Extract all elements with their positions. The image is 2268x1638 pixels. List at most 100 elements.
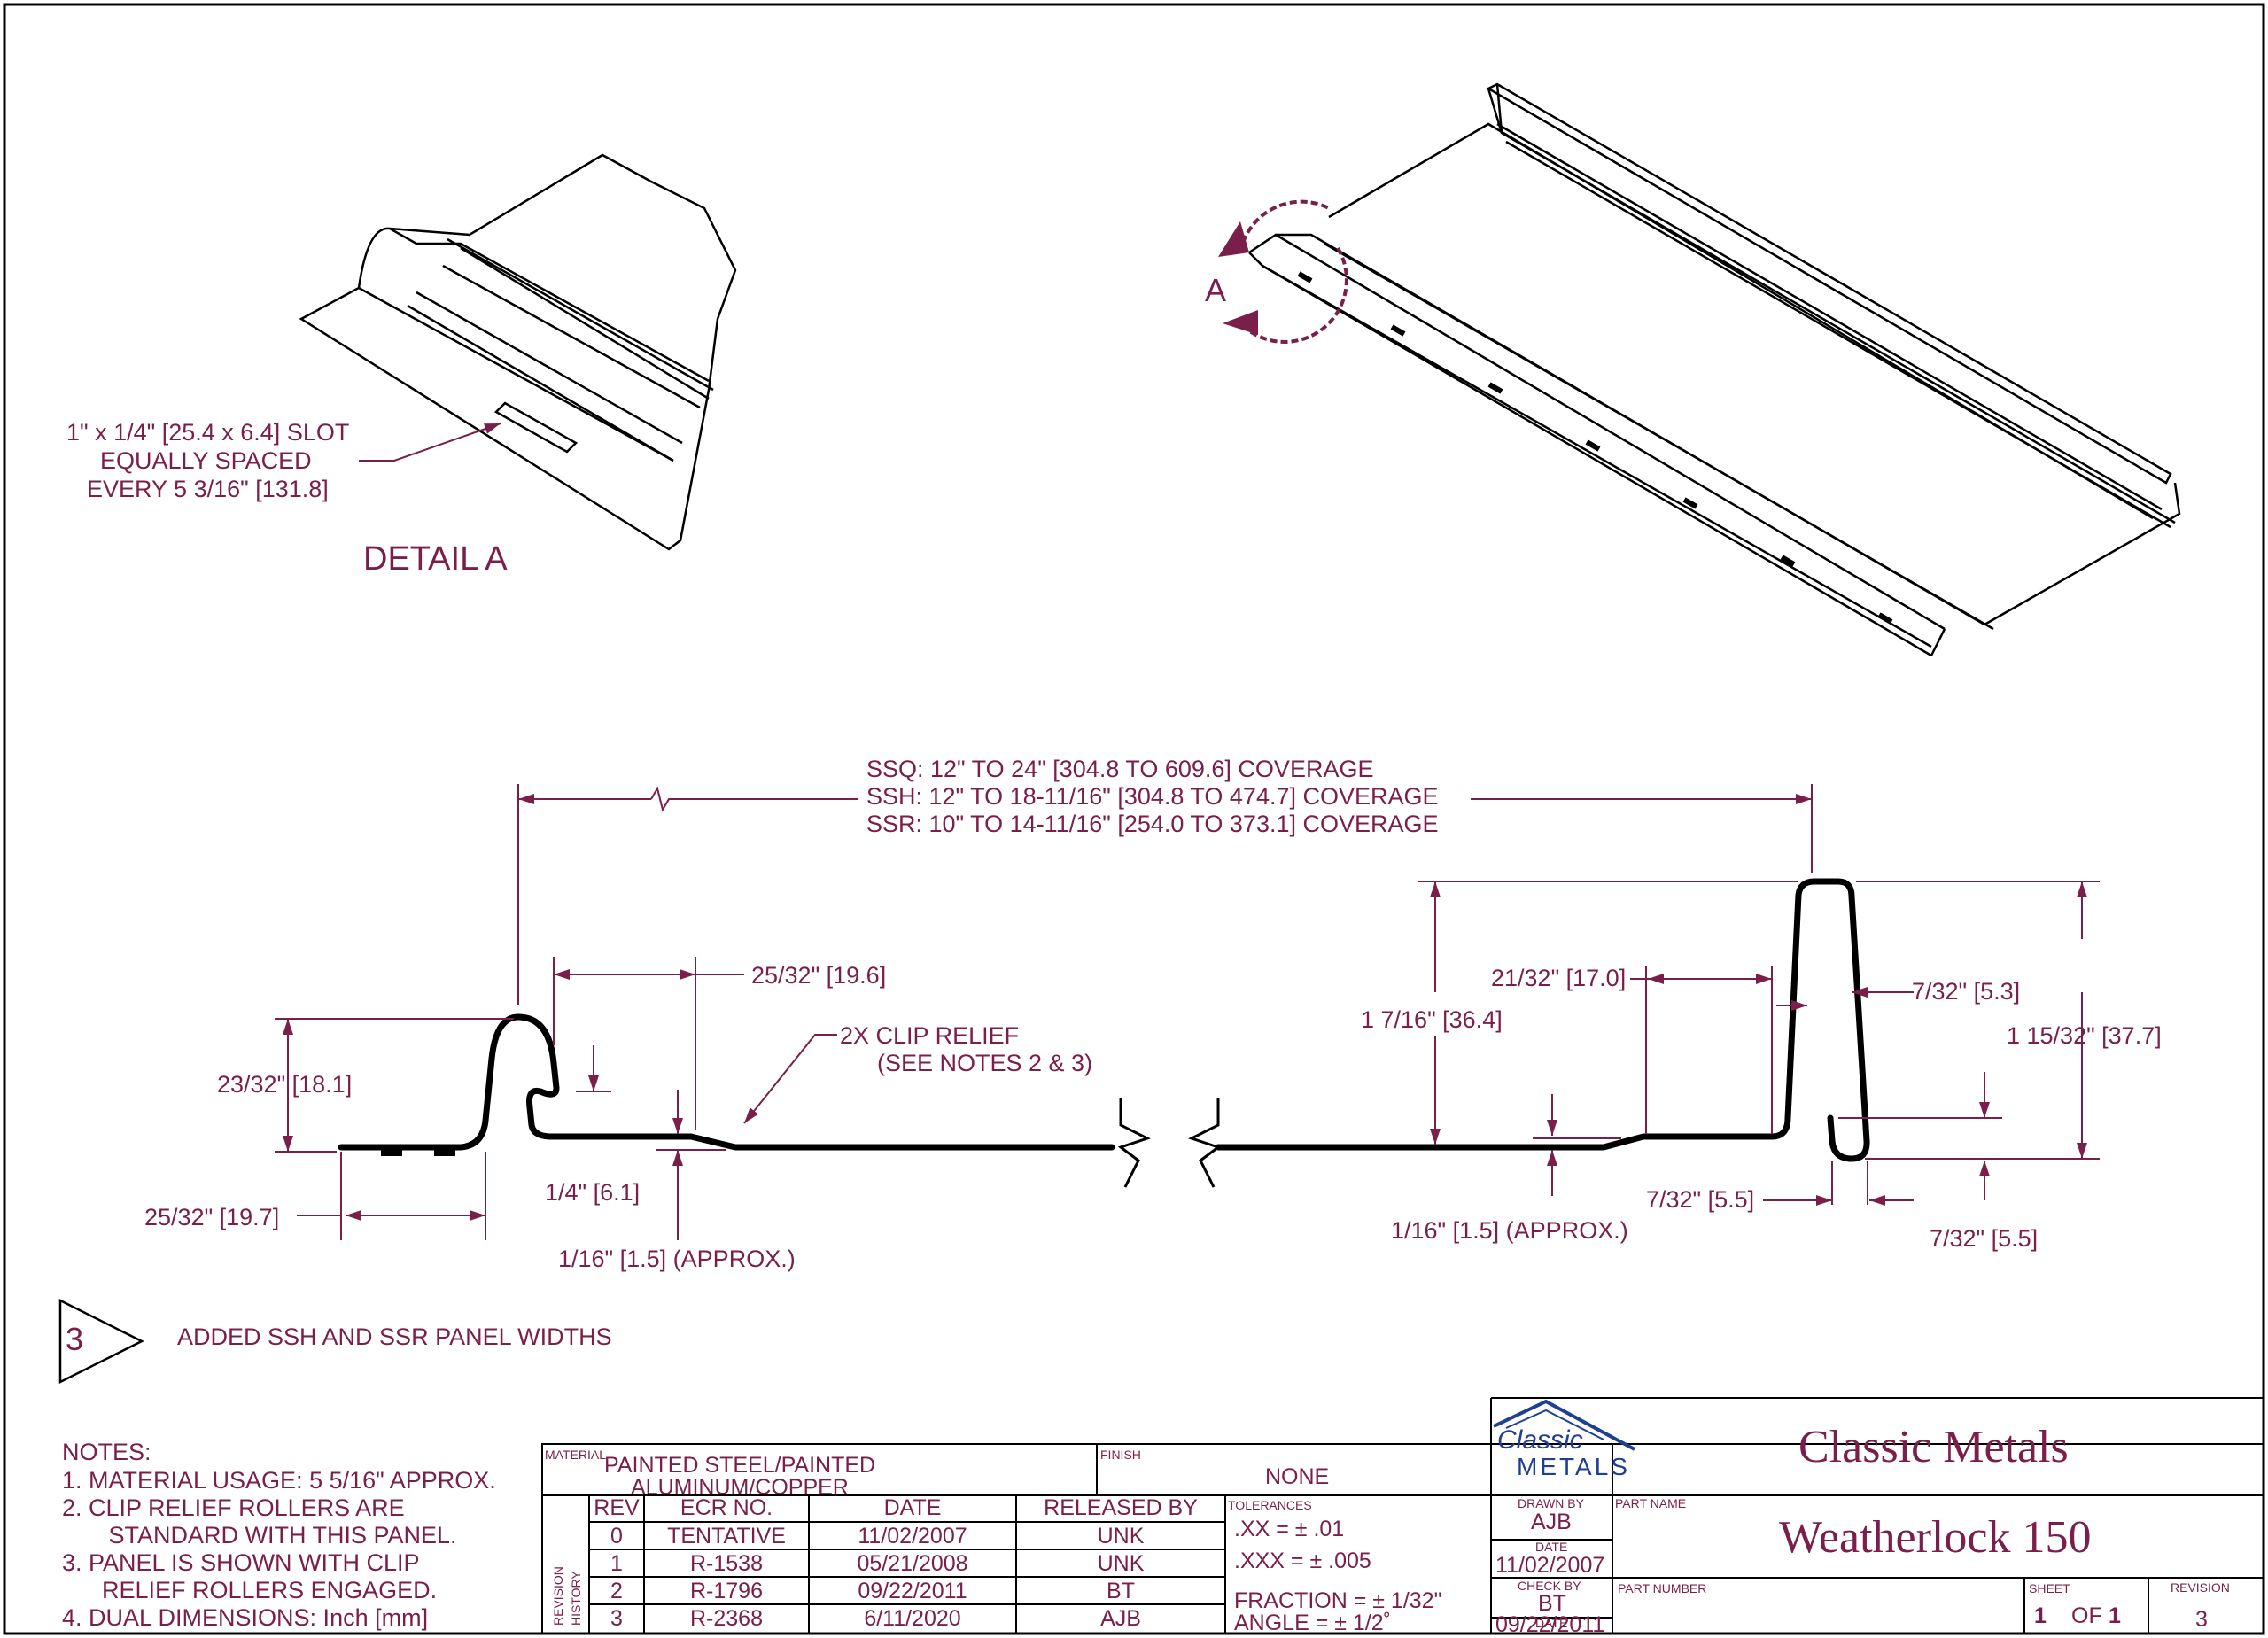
revision-value: 3 <box>2195 1607 2208 1632</box>
right-dimensions <box>1418 881 2100 1206</box>
revision-flag-text: ADDED SSH AND SSR PANEL WIDTHS <box>177 1324 612 1350</box>
dim-7-32-5-5-right: 7/32" [5.5] <box>1930 1225 2038 1252</box>
detail-a-label: DETAIL A <box>363 540 508 578</box>
finish-label: FINISH <box>1100 1448 1141 1462</box>
rev-cell: 1 <box>610 1551 623 1576</box>
slot-leader <box>359 423 501 462</box>
drawn-date-label: DATE <box>1535 1540 1567 1554</box>
rev-cell: 6/11/2020 <box>864 1606 960 1631</box>
svg-text:SSQ: 12" TO 24" [304.8 TO 609: SSQ: 12" TO 24" [304.8 TO 609.6] COVERAG… <box>866 756 1445 837</box>
break-lines <box>1117 1098 1222 1188</box>
svg-text:1" x 1/4" [25.4 x 6.4] SLOT: 1" x 1/4" [25.4 x 6.4] SLOT EQUALLY SPAC… <box>66 419 355 502</box>
slot-marks <box>1297 271 1893 625</box>
tolerance-angle: ANGLE = ± 1/2˚ <box>1234 1611 1391 1635</box>
part-number-label: PART NUMBER <box>1618 1581 1706 1595</box>
revision-label: REVISION <box>2171 1580 2230 1595</box>
rev-cell: UNK <box>1098 1551 1145 1576</box>
note-line: 4. DUAL DIMENSIONS: Inch [mm] <box>62 1604 428 1631</box>
check-date-value: 09/22/2011 <box>1495 1612 1604 1637</box>
title-block-grid <box>541 1397 2264 1634</box>
note-line: 1. MATERIAL USAGE: 5 5/16" APPROX. <box>62 1467 496 1494</box>
rev-cell: R-1796 <box>690 1579 763 1603</box>
revision-table: REV ECR NO. DATE RELEASED BY 0 TENTATIVE… <box>594 1495 1198 1631</box>
part-name-label: PART NAME <box>1615 1496 1686 1510</box>
rev-cell: R-1538 <box>690 1551 763 1576</box>
material-value: PAINTED STEEL/PAINTED <box>604 1453 875 1478</box>
rev-header: REV <box>594 1495 640 1520</box>
tolerance-xx: .XX = ± .01 <box>1234 1517 1344 1541</box>
tolerance-fraction: FRACTION = ± 1/32" <box>1234 1588 1441 1613</box>
dim-1-16-left: 1/16" [1.5] (APPROX.) <box>558 1246 796 1272</box>
dim-25-32-19-7: 25/32" [19.7] <box>144 1204 279 1230</box>
svg-text:PAINTED STEEL/PAINTED ALUM: PAINTED STEEL/PAINTED ALUMINUM/COPPER <box>604 1453 882 1500</box>
dim-1-15-32-37-7: 1 15/32" [37.7] <box>2007 1022 2162 1049</box>
clip-relief-line: (SEE NOTES 2 & 3) <box>877 1050 1092 1076</box>
svg-text:2X CLIP RELIEF (SEE NOTES: 2X CLIP RELIEF (SEE NOTES 2 & 3) <box>840 1022 1092 1076</box>
revision-flag-icon <box>58 1298 144 1385</box>
dim-25-32-19-6: 25/32" [19.6] <box>751 962 886 989</box>
material-label: MATERIAL <box>545 1448 606 1462</box>
dim-1-4-6-1: 1/4" [6.1] <box>545 1179 640 1206</box>
material-value: ALUMINUM/COPPER <box>631 1475 849 1500</box>
dim-1-16-right: 1/16" [1.5] (APPROX.) <box>1391 1217 1628 1244</box>
slot-note-line: EQUALLY SPACED <box>100 447 312 474</box>
detail-callout-circle <box>1218 199 1348 344</box>
rev-cell: AJB <box>1100 1606 1141 1631</box>
left-dimensions <box>275 957 837 1240</box>
logo-text: METALS <box>1517 1453 1630 1480</box>
rev-cell: 0 <box>610 1524 623 1549</box>
drawn-date-value: 11/02/2007 <box>1495 1553 1604 1578</box>
notes-title: NOTES: <box>62 1439 151 1465</box>
detail-a-view <box>299 153 737 551</box>
rev-cell: 09/22/2011 <box>858 1579 967 1603</box>
panel-profile <box>338 878 1870 1162</box>
rev-cell: TENTATIVE <box>667 1524 786 1549</box>
rev-cell: BT <box>1107 1579 1135 1603</box>
sheet-of: OF <box>2071 1603 2102 1628</box>
coverage-ssr: SSR: 10" TO 14-11/16" [254.0 TO 373.1] C… <box>866 811 1439 837</box>
sheet-total: 1 <box>2109 1603 2121 1628</box>
sheet-label: SHEET <box>2029 1581 2070 1595</box>
check-by-value: BT <box>1538 1591 1566 1616</box>
revision-history-label: HISTORY <box>569 1571 583 1626</box>
svg-text:NOTES: 1. MATERIAL USAGE:: NOTES: 1. MATERIAL USAGE: 5 5/16" APPROX… <box>62 1439 502 1631</box>
dim-7-32-5-3: 7/32" [5.3] <box>1912 978 2020 1005</box>
rev-cell: 11/02/2007 <box>858 1524 967 1549</box>
classic-metals-logo: Classic METALS <box>1493 1399 1635 1480</box>
check-by-label: CHECK BY <box>1518 1579 1581 1593</box>
note-line: 3. PANEL IS SHOWN WITH CLIP <box>62 1549 419 1576</box>
slot-note-line: EVERY 5 3/16" [131.8] <box>87 476 329 502</box>
part-name-value: Weatherlock 150 <box>1779 1512 2091 1563</box>
dim-23-32-18-1: 23/32" [18.1] <box>217 1071 352 1098</box>
revision-history-label: REVISION <box>551 1566 565 1626</box>
dim-21-32-17-0: 21/32" [17.0] <box>1491 965 1626 991</box>
logo-text: Classic <box>1497 1425 1583 1455</box>
dim-7-32-5-5-left: 7/32" [5.5] <box>1646 1186 1754 1213</box>
rev-cell: 2 <box>610 1579 623 1603</box>
profile-bottom-marks <box>381 1149 455 1156</box>
rev-header: ECR NO. <box>680 1495 773 1520</box>
sheet-number: 1 <box>2034 1603 2047 1628</box>
rev-cell: UNK <box>1098 1524 1145 1549</box>
coverage-ssq: SSQ: 12" TO 24" [304.8 TO 609.6] COVERAG… <box>866 756 1373 782</box>
detail-callout-label: A <box>1205 272 1226 308</box>
note-line: STANDARD WITH THIS PANEL. <box>62 1522 457 1549</box>
revision-flag-number: 3 <box>66 1321 83 1357</box>
clip-relief-line: 2X CLIP RELIEF <box>840 1022 1019 1049</box>
coverage-dimension-line <box>517 784 1813 1005</box>
tolerance-xxx: .XXX = ± .005 <box>1234 1549 1371 1573</box>
isometric-panel-view <box>1248 82 2181 657</box>
check-date-label: DATE <box>1535 1616 1567 1630</box>
finish-value: NONE <box>1265 1464 1329 1489</box>
company-name: Classic Metals <box>1798 1422 2069 1472</box>
slot-note-line: 1" x 1/4" [25.4 x 6.4] SLOT <box>66 419 349 446</box>
coverage-ssh: SSH: 12" TO 18-11/16" [304.8 TO 474.7] C… <box>866 783 1439 810</box>
rev-cell: 3 <box>610 1606 623 1631</box>
note-line: RELIEF ROLLERS ENGAGED. <box>62 1577 437 1603</box>
slot-icon <box>493 401 579 454</box>
note-line: 2. CLIP RELIEF ROLLERS ARE <box>62 1494 405 1521</box>
rev-header: RELEASED BY <box>1044 1495 1198 1520</box>
svg-text:REVISION HISTORY: REVISION HISTORY <box>551 1563 583 1626</box>
drawn-by-label: DRAWN BY <box>1518 1496 1585 1510</box>
